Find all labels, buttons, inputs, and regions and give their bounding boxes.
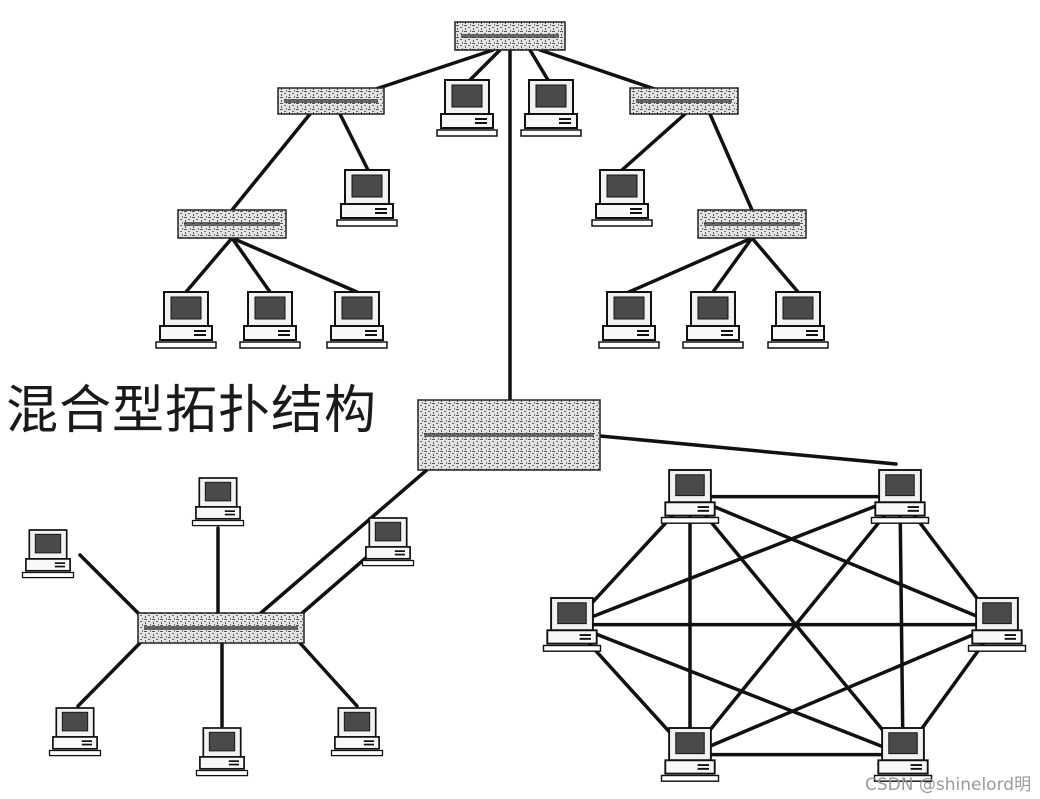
computer-icon — [48, 707, 102, 757]
computer-icon — [195, 727, 249, 777]
hub-icon — [454, 21, 566, 51]
computers — [21, 79, 1027, 782]
computer-icon — [873, 727, 933, 782]
link-mesh — [688, 494, 999, 627]
link-star-to-pc — [298, 641, 359, 708]
hub-icon — [417, 399, 601, 471]
link-sub-hub-to-pc — [627, 236, 754, 294]
link-top-hub-to-pc — [528, 48, 550, 82]
link-mesh — [570, 622, 905, 757]
link-sub-hub-to-pc — [230, 236, 359, 294]
link-right-hub-to-sub-hub — [708, 112, 754, 212]
link-sub-hub-to-pc — [711, 236, 754, 294]
link-mesh — [688, 622, 999, 757]
computer-icon — [436, 79, 498, 137]
link-mesh — [570, 494, 902, 627]
computer-icon — [591, 169, 653, 227]
link-star-to-pc — [298, 554, 370, 617]
link-star-to-pc — [76, 641, 142, 708]
link-star-to-pc — [78, 553, 142, 617]
link-sub-hub-to-pc — [184, 236, 234, 294]
watermark: CSDN @shinelord明 — [865, 775, 1032, 795]
computer-icon — [21, 529, 75, 579]
computer-icon — [336, 169, 398, 227]
diagram-title: 混合型拓扑结构 — [6, 381, 378, 441]
hub-icon — [697, 209, 807, 239]
link-sub-hub-to-pc — [750, 236, 800, 294]
computer-icon — [330, 707, 384, 757]
computer-icon — [520, 79, 582, 137]
computer-icon — [598, 291, 660, 349]
hub-icon — [629, 87, 739, 115]
hub-icon — [137, 612, 305, 644]
computer-icon — [542, 597, 602, 652]
link-left-hub-to-pc — [338, 112, 370, 172]
link-left-hub-to-sub-hub — [230, 112, 312, 212]
computer-icon — [660, 727, 720, 782]
computer-icon — [239, 291, 301, 349]
computer-icon — [682, 291, 744, 349]
computer-icon — [967, 597, 1027, 652]
connection-lines — [76, 48, 999, 757]
computer-icon — [361, 517, 415, 567]
link-center-hub-to-star-hub — [253, 448, 452, 620]
link-right-hub-to-pc — [620, 112, 687, 172]
computer-icon — [326, 291, 388, 349]
computer-icon — [767, 291, 829, 349]
computer-icon — [155, 291, 217, 349]
link-top-hub-to-pc — [468, 48, 502, 82]
computer-icon — [660, 469, 720, 524]
hubs — [137, 21, 807, 644]
computer-icon — [870, 469, 930, 524]
link-center-hub-to-mesh — [598, 434, 898, 466]
hub-icon — [277, 87, 385, 115]
hub-icon — [177, 209, 287, 239]
computer-icon — [191, 477, 245, 527]
link-sub-hub-to-pc — [230, 236, 272, 294]
